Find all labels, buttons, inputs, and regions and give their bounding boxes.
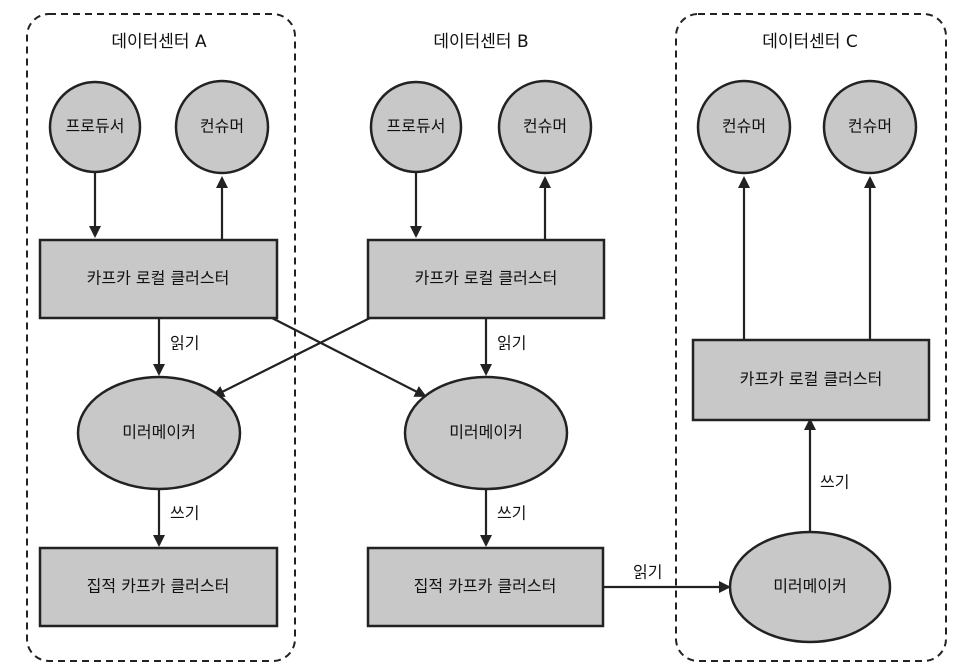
mirrormaker-a: 미러메이커 (76, 375, 242, 491)
edge-local-b-to-mirrormaker-a (212, 317, 371, 397)
consumer-b: 컨슈머 (497, 79, 593, 175)
consumer-a-label: 컨슈머 (200, 117, 244, 136)
consumer-c1: 컨슈머 (696, 79, 792, 175)
edge-label-read-a: 읽기 (170, 334, 199, 353)
local-cluster-b: 카프카 로컬 클러스터 (366, 238, 606, 320)
local-cluster-a-label: 카프카 로컬 클러스터 (87, 269, 230, 288)
edge-label-read-b: 읽기 (497, 334, 526, 353)
edge-label-write-c: 쓰기 (820, 473, 849, 492)
mirrormaker-b-label: 미러메이커 (449, 423, 523, 442)
datacenter-c-boundary (675, 13, 947, 662)
edge-label-read-c: 읽기 (633, 563, 662, 582)
aggregate-cluster-b-label: 집적 카프카 클러스터 (414, 577, 557, 596)
consumer-a: 컨슈머 (174, 79, 270, 175)
datacenter-c-title: 데이터센터 C (762, 32, 857, 52)
consumer-c2-label: 컨슈머 (848, 117, 892, 136)
edge-label-write-a: 쓰기 (170, 504, 199, 523)
mirrormaker-c-label: 미러메이커 (773, 577, 847, 596)
datacenter-a-boundary (26, 13, 296, 662)
mirrormaker-b: 미러메이커 (403, 375, 569, 491)
producer-a: 프로듀서 (48, 80, 142, 174)
aggregate-cluster-a: 집적 카프카 클러스터 (38, 546, 279, 628)
edge-local-a-to-mirrormaker-b (271, 317, 427, 397)
local-cluster-b-label: 카프카 로컬 클러스터 (415, 269, 558, 288)
mirrormaker-c: 미러메이커 (728, 530, 892, 644)
mirrormaker-a-label: 미러메이커 (122, 423, 196, 442)
consumer-c1-label: 컨슈머 (722, 117, 766, 136)
local-cluster-c-label: 카프카 로컬 클러스터 (740, 370, 883, 389)
consumer-b-label: 컨슈머 (523, 117, 567, 136)
aggregate-cluster-b: 집적 카프카 클러스터 (366, 546, 605, 628)
datacenter-a-title: 데이터센터 A (111, 32, 207, 52)
edges (89, 172, 876, 593)
producer-b: 프로듀서 (369, 80, 463, 174)
edge-label-write-b: 쓰기 (497, 504, 526, 523)
local-cluster-c: 카프카 로컬 클러스터 (691, 338, 931, 422)
aggregate-cluster-a-label: 집적 카프카 클러스터 (87, 577, 230, 596)
consumer-c2: 컨슈머 (822, 79, 918, 175)
local-cluster-a: 카프카 로컬 클러스터 (38, 238, 279, 320)
producer-a-label: 프로듀서 (66, 117, 125, 136)
datacenter-b-title: 데이터센터 B (433, 32, 528, 52)
producer-b-label: 프로듀서 (387, 117, 446, 136)
